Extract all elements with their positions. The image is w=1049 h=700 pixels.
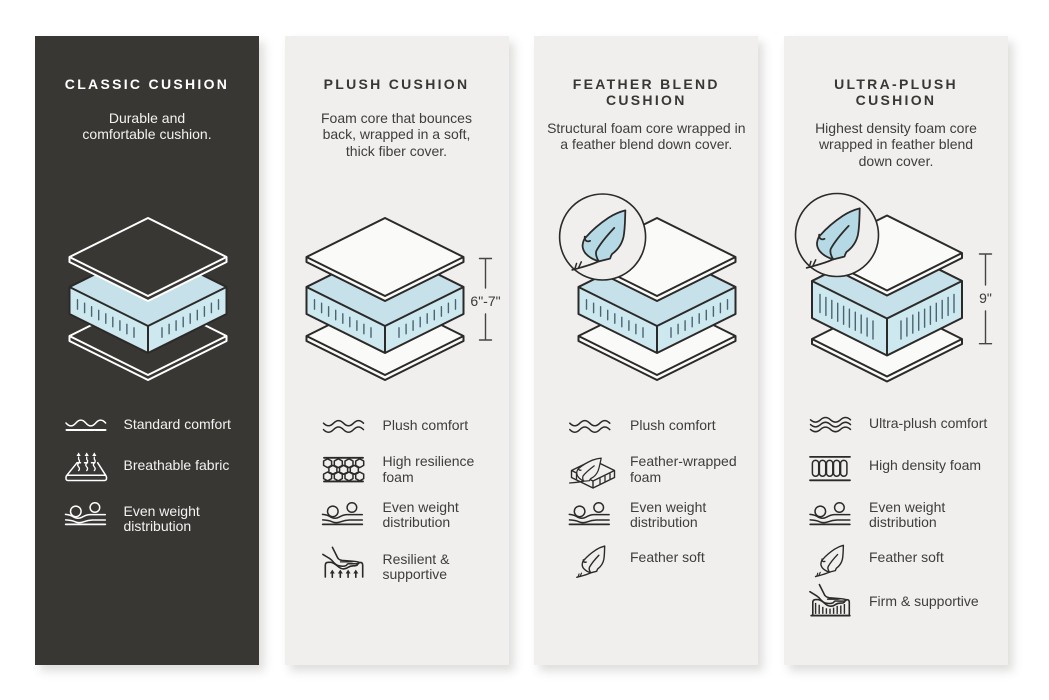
svg-text:9": 9" <box>979 290 992 306</box>
svg-text:6"-7": 6"-7" <box>470 293 500 309</box>
